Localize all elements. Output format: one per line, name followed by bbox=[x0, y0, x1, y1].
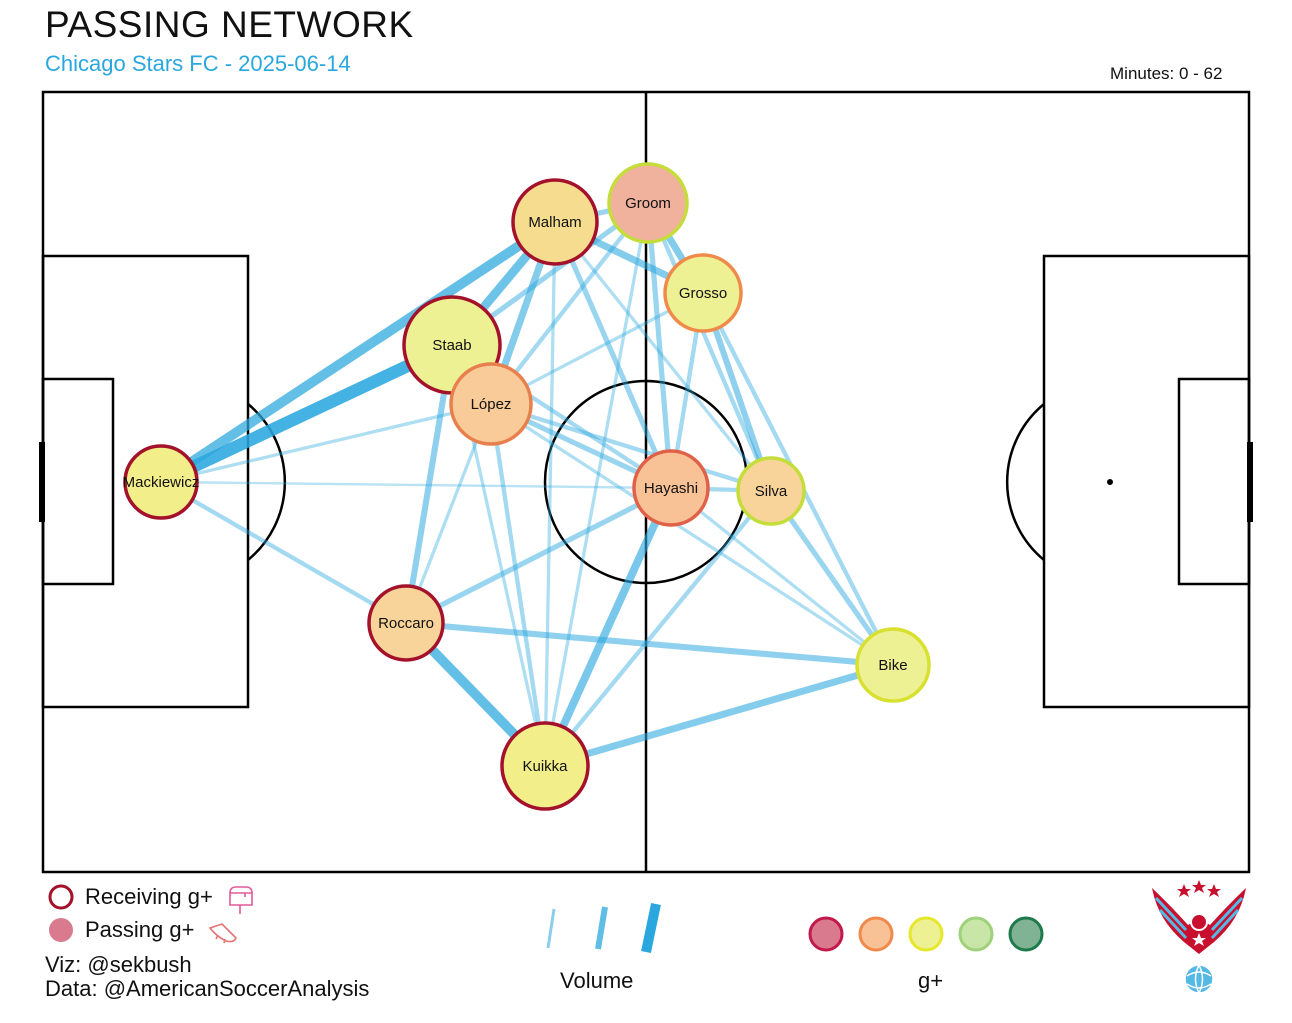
mailbox-icon bbox=[229, 886, 253, 914]
pass-edge-groom-hayashi bbox=[645, 202, 674, 489]
player-label-silva: Silva bbox=[755, 483, 788, 500]
gplus-legend-swatch bbox=[808, 916, 844, 952]
player-label-groom: Groom bbox=[625, 195, 671, 212]
receiving-legend: Receiving g+ bbox=[85, 884, 213, 910]
volume-legend-thin bbox=[546, 908, 556, 949]
player-node-hayashi: Hayashi bbox=[632, 449, 710, 527]
pass-edge-roccaro-bike bbox=[405, 619, 894, 669]
player-label-mackiewicz: Mackiewicz bbox=[123, 474, 200, 491]
gplus-legend-swatch bbox=[958, 916, 994, 952]
player-circle-kuikka bbox=[500, 721, 590, 811]
data-credit: Data: @AmericanSoccerAnalysis bbox=[45, 976, 370, 1001]
pass-edge-malham-hayashi bbox=[552, 220, 674, 490]
pitch-markings bbox=[39, 90, 1253, 874]
player-circle-malham bbox=[511, 178, 599, 266]
player-node-lopez: López bbox=[449, 362, 533, 446]
left-six-yard-box bbox=[41, 377, 115, 586]
player-circle-silva bbox=[736, 456, 806, 526]
pass-edge-mackiewicz-roccaro bbox=[159, 480, 408, 625]
cleat-icon bbox=[208, 923, 237, 944]
player-label-lopez: López bbox=[471, 396, 512, 413]
pass-edge-lópez-groom bbox=[489, 201, 650, 406]
gplus-legend-swatch bbox=[858, 916, 894, 952]
player-node-roccaro: Roccaro bbox=[367, 584, 445, 662]
right-six-yard-box bbox=[1177, 377, 1251, 586]
pass-edge-groom-kuikka bbox=[543, 202, 650, 767]
gplus-legend-swatch bbox=[908, 916, 944, 952]
pass-edge-hayashi-bike bbox=[669, 486, 895, 667]
penalty-spot bbox=[1107, 479, 1113, 485]
pass-edge-mackiewicz-hayashi bbox=[160, 480, 672, 490]
player-label-staab: Staab bbox=[432, 337, 471, 354]
pass-edge-mackiewicz-lópez bbox=[160, 402, 492, 484]
pass-edge-lópez-kuikka bbox=[488, 403, 548, 767]
player-circle-bike bbox=[855, 627, 931, 703]
pass-edge-mackiewicz-staab bbox=[158, 339, 455, 488]
player-label-malham: Malham bbox=[528, 214, 581, 231]
player-node-groom: Groom bbox=[607, 162, 689, 244]
chicago-stars-eagle-logo bbox=[1152, 880, 1246, 994]
chart-title: PASSING NETWORK bbox=[45, 4, 414, 45]
receiving-legend-label: Receiving g+ bbox=[85, 884, 213, 909]
gplus-legend bbox=[808, 916, 1044, 952]
player-circle-groom bbox=[607, 162, 689, 244]
player-node-malham: Malham bbox=[511, 178, 599, 266]
left-penalty-arc bbox=[247, 403, 287, 561]
pass-edge-silva-kuikka bbox=[543, 489, 773, 768]
receiving-legend-circle bbox=[48, 884, 74, 910]
pass-edge-mackiewicz-malham bbox=[158, 217, 558, 487]
pass-edge-kuikka-bike bbox=[544, 661, 894, 770]
player-circle-mackiewicz bbox=[123, 444, 199, 520]
pass-edge-hayashi-kuikka bbox=[541, 486, 675, 768]
player-label-kuikka: Kuikka bbox=[522, 758, 568, 775]
player-label-hayashi: Hayashi bbox=[644, 480, 698, 497]
pass-edge-malham-silva bbox=[553, 220, 773, 493]
viz-credit: Viz: @sekbush bbox=[45, 952, 192, 977]
volume-legend-thick bbox=[641, 902, 661, 954]
player-node-silva: Silva bbox=[736, 456, 806, 526]
pass-edge-groom-silva bbox=[646, 202, 773, 492]
minutes-range: Minutes: 0 - 62 bbox=[1110, 64, 1223, 83]
passing-legend: Passing g+ bbox=[85, 917, 194, 943]
passing-legend-label: Passing g+ bbox=[85, 917, 195, 942]
pass-edge-lópez-silva bbox=[490, 401, 772, 494]
player-label-grosso: Grosso bbox=[679, 285, 727, 302]
player-circle-lopez bbox=[449, 362, 533, 446]
player-circle-roccaro bbox=[367, 584, 445, 662]
chart-subtitle: Chicago Stars FC - 2025-06-14 bbox=[45, 51, 351, 76]
player-circle-hayashi bbox=[632, 449, 710, 527]
gplus-legend-swatch bbox=[1008, 916, 1044, 952]
pass-edge-malham-kuikka bbox=[543, 221, 557, 767]
player-node-mackiewicz: Mackiewicz bbox=[123, 444, 200, 520]
player-node-kuikka: Kuikka bbox=[500, 721, 590, 811]
gplus-legend-label: g+ bbox=[918, 968, 944, 993]
pass-edge-hayashi-roccaro bbox=[404, 485, 673, 626]
pass-edge-lópez-bike bbox=[490, 402, 894, 667]
player-node-grosso: Grosso bbox=[663, 253, 743, 333]
right-penalty-arc bbox=[1005, 403, 1045, 561]
player-circle-grosso bbox=[663, 253, 743, 333]
player-label-roccaro: Roccaro bbox=[378, 615, 434, 632]
volume-legend-medium bbox=[595, 906, 608, 950]
passing-legend-circle bbox=[49, 918, 73, 942]
right-penalty-box bbox=[1042, 254, 1251, 709]
volume-legend-label: Volume bbox=[560, 968, 634, 993]
player-node-bike: Bike bbox=[855, 627, 931, 703]
player-label-bike: Bike bbox=[878, 657, 907, 674]
